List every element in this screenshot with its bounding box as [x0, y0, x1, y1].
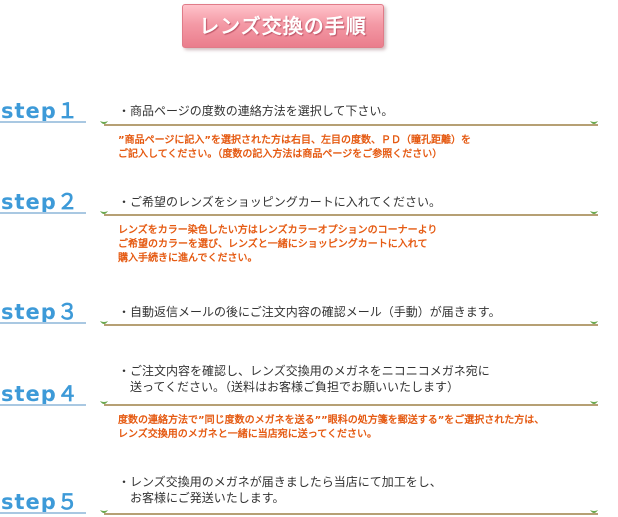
step-2-description: ・ご希望のレンズをショッピングカートに入れてください。 — [118, 194, 441, 210]
leaf-icon — [590, 121, 598, 127]
step-4-note-line: レンズ交換用のメガネと一緒に当店宛に送ってください。 — [118, 429, 377, 440]
leaf-icon — [590, 401, 598, 407]
step-4-divider — [104, 404, 598, 406]
step-1-desc-line: ・商品ページの度数の連絡方法を選択して下さい。 — [118, 104, 394, 118]
step-3-desc-line: ・自動返信メールの後にご注文内容の確認メール（手動）が届きます。 — [118, 305, 501, 319]
step-2-label: step２ — [1, 190, 79, 214]
step-1-label: step１ — [1, 99, 79, 123]
step-1-underline — [0, 121, 86, 123]
leaf-icon — [590, 211, 598, 217]
step-1-note-line: ”商品ページに記入”を選択された方は右目、左目の度数、ＰＤ（瞳孔距離）を — [118, 135, 471, 146]
leaf-icon — [590, 321, 598, 327]
step-3-divider — [104, 324, 598, 326]
leaf-icon — [100, 510, 108, 516]
step-5-description: ・レンズ交換用のメガネが届きましたら当店にて加工をし、 お客様にご発送いたします… — [118, 474, 442, 506]
step-3-label: step３ — [1, 300, 79, 324]
step-5-divider — [104, 513, 598, 515]
step-2-divider — [104, 214, 598, 216]
step-2-note-line: ご希望のカラーを選び、レンズと一緒にショッピングカートに入れて — [118, 239, 428, 250]
step-5-label: step５ — [1, 490, 79, 514]
step-4-note: 度数の連絡方法で”同じ度数のメガネを送る””眼科の処方箋を郵送する”をご選択され… — [118, 414, 544, 442]
step-2-underline — [0, 212, 86, 214]
step-2-note-line: 購入手続きに進んでください。 — [118, 253, 258, 264]
step-2-note: レンズをカラー染色したい方はレンズカラーオプションのコーナーより ご希望のカラー… — [118, 224, 437, 266]
step-1-divider — [104, 124, 598, 126]
step-3-underline — [0, 322, 86, 324]
step-4-desc-line: 送ってください。（送料はお客様ご負担でお願いいたします） — [118, 380, 460, 394]
step-2-desc-line: ・ご希望のレンズをショッピングカートに入れてください。 — [118, 195, 442, 209]
step-1-description: ・商品ページの度数の連絡方法を選択して下さい。 — [118, 103, 393, 119]
leaf-icon — [100, 401, 108, 407]
leaf-icon — [590, 510, 598, 516]
step-1-note-line: ご記入してください。（度数の記入方法は商品ページをご参照ください） — [118, 149, 443, 160]
step-4-underline — [0, 404, 86, 406]
step-3-description: ・自動返信メールの後にご注文内容の確認メール（手動）が届きます。 — [118, 304, 501, 320]
step-4-note-line: 度数の連絡方法で”同じ度数のメガネを送る””眼科の処方箋を郵送する”をご選択され… — [118, 415, 545, 426]
step-4-label: step４ — [1, 382, 79, 406]
leaf-icon — [100, 211, 108, 217]
step-5-underline — [0, 512, 86, 514]
leaf-icon — [100, 321, 108, 327]
page-title-banner: レンズ交換の手順 — [182, 4, 384, 48]
step-1-note: ”商品ページに記入”を選択された方は右目、左目の度数、ＰＤ（瞳孔距離）を ご記入… — [118, 134, 471, 162]
step-2-note-line: レンズをカラー染色したい方はレンズカラーオプションのコーナーより — [118, 225, 438, 236]
step-5-desc-line: お客様にご発送いたします。 — [118, 491, 285, 505]
leaf-icon — [100, 121, 108, 127]
step-5-desc-line: ・レンズ交換用のメガネが届きましたら当店にて加工をし、 — [118, 475, 442, 489]
step-4-desc-line: ・ご注文内容を確認し、レンズ交換用のメガネをニコニコメガネ宛に — [118, 364, 490, 378]
step-4-description: ・ご注文内容を確認し、レンズ交換用のメガネをニコニコメガネ宛に 送ってください。… — [118, 363, 490, 395]
